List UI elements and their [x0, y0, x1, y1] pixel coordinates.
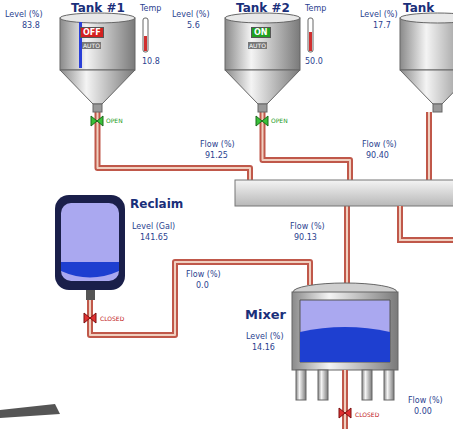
- readout-label: OPEN: [271, 117, 288, 124]
- readout: 141.65: [140, 233, 168, 243]
- vessel-title: Reclaim: [130, 197, 183, 211]
- readout: Flow (%): [186, 270, 221, 280]
- readout: 91.25: [205, 151, 228, 161]
- readout: Temp: [140, 4, 161, 14]
- readout-label: 0.00: [414, 407, 432, 416]
- readout: 14.16: [252, 343, 275, 353]
- readout: CLOSED: [100, 314, 124, 324]
- readout: Level (%): [5, 10, 43, 20]
- readout: ON: [251, 28, 271, 38]
- readout: OFF: [80, 28, 104, 38]
- readout: Flow (%): [290, 222, 325, 232]
- readout-label: AUTO: [82, 42, 101, 49]
- readout-label: Level (%): [246, 332, 284, 341]
- readout-label: 14.16: [252, 343, 275, 352]
- vessel-node: Reclaim: [50, 190, 210, 300]
- readout-label: Level (%): [5, 10, 43, 19]
- readout: 5.6: [187, 21, 200, 31]
- readout: Level (%): [172, 10, 210, 20]
- readout-label: OPEN: [106, 117, 123, 124]
- readout-label: 91.25: [205, 151, 228, 160]
- readout: CLOSED: [355, 410, 379, 420]
- vessel-node: Tank #1: [55, 0, 140, 112]
- readout-label: 50.0: [305, 57, 323, 66]
- readout-label: 141.65: [140, 233, 168, 242]
- readout: 10.8: [142, 57, 160, 67]
- readout: AUTO: [82, 41, 101, 51]
- readout: 0.0: [196, 281, 209, 291]
- readout-label: Flow (%): [200, 140, 235, 149]
- readout: Level (%): [246, 332, 284, 342]
- readout: Flow (%): [200, 140, 235, 150]
- vessel-node: Tank #2: [220, 0, 305, 112]
- readout: Temp: [305, 4, 326, 14]
- readout: 90.13: [294, 233, 317, 243]
- readout-label: ON: [251, 27, 271, 38]
- readout: 83.8: [22, 21, 40, 31]
- readout-label: 5.6: [187, 21, 200, 30]
- readout: AUTO: [248, 41, 267, 51]
- readout-label: Flow (%): [186, 270, 221, 279]
- vessel-title: Mixer: [245, 307, 286, 322]
- readout-label: CLOSED: [100, 315, 124, 322]
- readout-label: Temp: [305, 4, 326, 13]
- vessel-title: Tank: [403, 1, 434, 15]
- readout: 90.40: [366, 151, 389, 161]
- readout-label: AUTO: [248, 42, 267, 49]
- readout-label: 17.7: [373, 21, 391, 30]
- readout-label: 83.8: [22, 21, 40, 30]
- readout-label: Flow (%): [290, 222, 325, 231]
- readout-label: OFF: [80, 27, 104, 38]
- readout-label: Temp: [140, 4, 161, 13]
- vessel-title: Tank #2: [236, 1, 290, 15]
- readout-label: Level (%): [172, 10, 210, 19]
- readout-label: Flow (%): [408, 396, 443, 405]
- readout: OPEN: [106, 116, 123, 126]
- readout: Level (%): [360, 10, 398, 20]
- readout: 50.0: [305, 57, 323, 67]
- readout: OPEN: [271, 116, 288, 126]
- readout: Flow (%): [362, 140, 397, 150]
- vessel-node: Tank: [395, 0, 453, 112]
- readout-label: 10.8: [142, 57, 160, 66]
- readout-label: Level (Gal): [132, 222, 175, 231]
- readout-label: 90.13: [294, 233, 317, 242]
- readout: Flow (%): [408, 396, 443, 406]
- vessel-title: Tank #1: [71, 1, 125, 15]
- readout: 0.00: [414, 407, 432, 417]
- readout-label: Flow (%): [362, 140, 397, 149]
- readout: Level (Gal): [132, 222, 175, 232]
- readout-label: CLOSED: [355, 411, 379, 418]
- readout: 17.7: [373, 21, 391, 31]
- readout-label: 0.0: [196, 281, 209, 290]
- readout-label: 90.40: [366, 151, 389, 160]
- readout-label: Level (%): [360, 10, 398, 19]
